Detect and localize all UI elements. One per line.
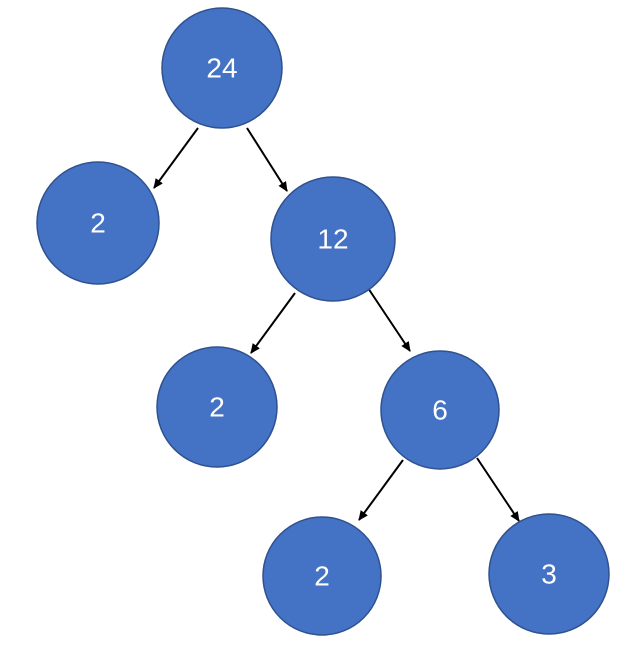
edge-arrow-n12-n6: [367, 287, 411, 352]
edge-arrow-n6-n3: [476, 457, 520, 522]
node-label-n2b: 2: [209, 392, 225, 423]
tree-node-n3: 3: [488, 513, 610, 635]
node-layer: 24 2 12 2 6 2 3: [36, 7, 610, 636]
node-label-n6: 6: [432, 395, 448, 426]
node-label-n2a: 2: [90, 208, 106, 239]
tree-node-n12: 12: [270, 176, 396, 302]
node-circle-n2c: [262, 516, 382, 636]
node-circle-n3: [488, 513, 610, 635]
node-circle-n2a: [36, 161, 160, 285]
edge-arrow-n24-n2a: [153, 127, 199, 189]
edge-arrow-n6-n2c: [358, 459, 404, 521]
edge-arrow-n24-n12: [246, 127, 288, 192]
tree-node-n24: 24: [161, 7, 283, 129]
node-label-n24: 24: [206, 53, 237, 84]
node-label-n12: 12: [317, 224, 348, 255]
node-label-n3: 3: [541, 559, 557, 590]
tree-node-n2a: 2: [36, 161, 160, 285]
tree-node-n2c: 2: [262, 516, 382, 636]
tree-node-n2b: 2: [156, 346, 278, 468]
node-circle-n2b: [156, 346, 278, 468]
edge-arrow-n12-n2b: [250, 292, 296, 354]
edge-layer: [153, 127, 520, 522]
node-circle-n24: [161, 7, 283, 129]
node-circle-n12: [270, 176, 396, 302]
node-label-n2c: 2: [314, 561, 330, 592]
node-circle-n6: [380, 350, 500, 470]
tree-node-n6: 6: [380, 350, 500, 470]
